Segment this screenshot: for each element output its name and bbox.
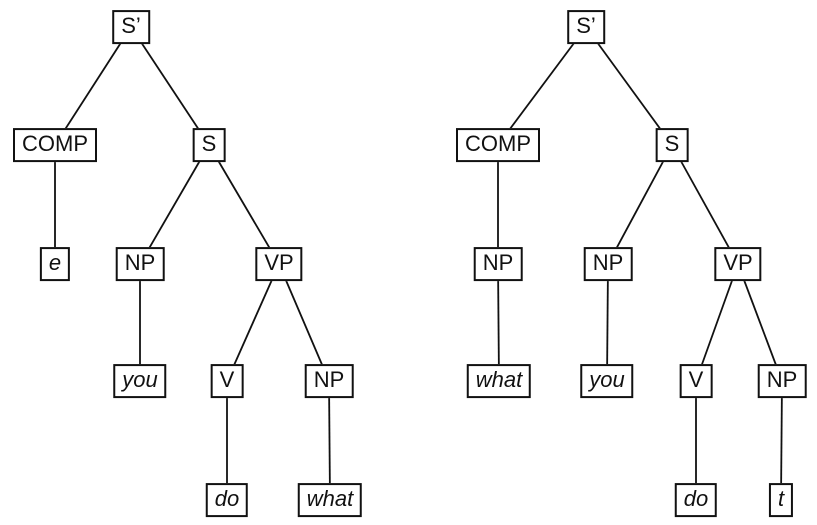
left-tree-node-comp: COMP: [13, 128, 97, 162]
right-tree-node-comp: COMP: [456, 128, 540, 162]
right-tree-edge-np-comp-what: [497, 263, 500, 382]
left-tree-node-sbar: S’: [112, 10, 150, 44]
left-tree-edge-sbar-comp: [54, 26, 132, 146]
left-tree-node-s: S: [192, 128, 226, 162]
right-tree-edge-sbar-s: [585, 26, 673, 146]
right-tree-node-np-obj: NP: [757, 364, 807, 398]
right-tree-node-np-comp: NP: [473, 247, 523, 281]
right-tree-edge-sbar-comp: [497, 26, 587, 146]
left-tree-node-np-obj: NP: [304, 364, 354, 398]
right-tree-edge-s-np-subj: [607, 144, 673, 265]
right-tree-edge-np-obj-t: [780, 380, 783, 501]
left-tree-node-vp: VP: [255, 247, 303, 281]
right-tree-edge-vp-v: [695, 263, 739, 382]
left-tree-node-you: you: [113, 364, 167, 398]
right-tree-node-s: S: [655, 128, 689, 162]
right-tree-node-what: what: [466, 364, 532, 398]
left-tree-edge-np-obj-what: [328, 380, 331, 501]
left-tree-node-np-subj: NP: [115, 247, 165, 281]
right-tree-edge-vp-np-obj: [737, 263, 783, 382]
right-tree-node-vp: VP: [714, 247, 762, 281]
right-tree-node-do: do: [674, 483, 718, 517]
right-tree-node-sbar: S’: [567, 10, 605, 44]
right-tree-node-np-subj: NP: [583, 247, 633, 281]
left-tree-node-v: V: [210, 364, 244, 398]
left-tree-edge-s-vp: [208, 144, 280, 265]
left-tree-edge-s-np-subj: [139, 144, 210, 265]
right-tree-edge-np-subj-you: [606, 263, 609, 382]
left-tree-edge-vp-v: [226, 263, 280, 382]
right-tree-node-you: you: [580, 364, 634, 398]
left-tree-node-what: what: [297, 483, 363, 517]
left-tree-node-do: do: [205, 483, 249, 517]
left-tree-edge-vp-np-obj: [278, 263, 330, 382]
right-tree-edge-s-vp: [671, 144, 739, 265]
right-tree-node-v: V: [679, 364, 713, 398]
right-tree-node-t: t: [768, 483, 794, 517]
left-tree-node-e: e: [39, 247, 71, 281]
left-tree-edge-sbar-s: [130, 26, 210, 146]
